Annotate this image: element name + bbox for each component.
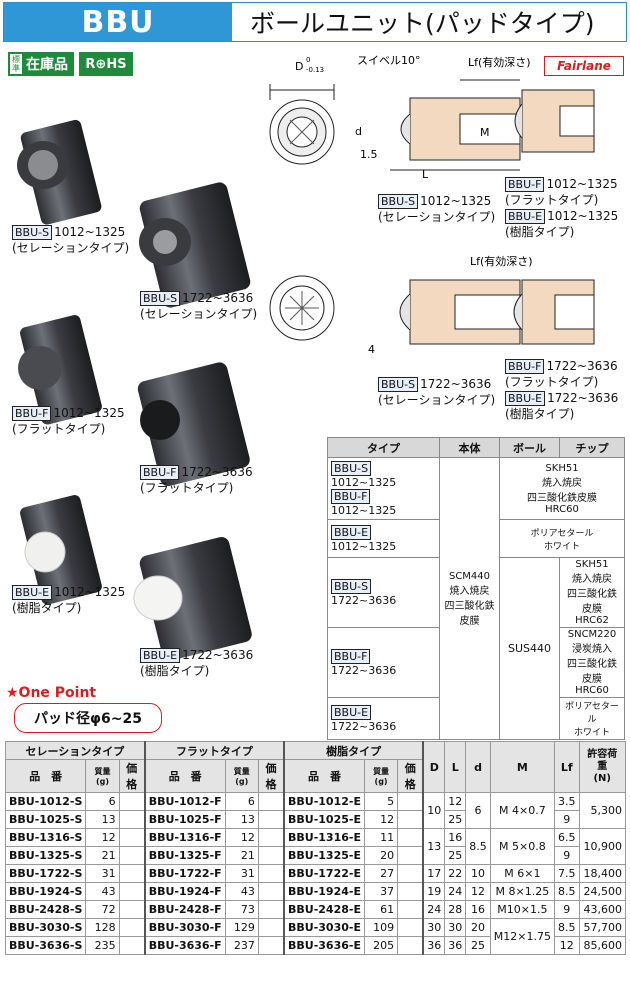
spec-sub-price: 価格	[118, 759, 146, 793]
spec-header-L: L	[444, 741, 467, 793]
dim-D-label: D	[295, 60, 303, 73]
spec-group-f: フラットタイプ	[143, 741, 285, 760]
photo-bbu-s-small	[17, 119, 102, 225]
spec-header-d: d	[465, 741, 491, 793]
spec-sub-mass: 質量(g)	[224, 759, 259, 793]
spec-header-load: 許容荷重 (N)	[578, 741, 626, 793]
dim-D-tol-bot: -0.13	[306, 66, 324, 74]
spec-header-Lf: Lf	[554, 741, 580, 793]
photo-bbu-f-large	[137, 362, 250, 487]
one-point-label: ★One Point	[6, 685, 97, 701]
spec-sub-price: 価格	[257, 759, 285, 793]
mat-chip-cell: SKH51 焼入焼戻 四三酸化鉄皮膜 HRC60	[499, 457, 625, 520]
stock-badge-label: 在庫品	[22, 54, 72, 74]
spec-sub-mass: 質量(g)	[363, 759, 399, 793]
mat-type-cell: BBU-E1722~3636	[327, 697, 440, 740]
spec-sub-code: 品 番	[143, 759, 226, 793]
dim-4-label: 4	[368, 343, 375, 356]
mat-ball-cell: SUS440	[499, 557, 560, 740]
mat-type-cell: BBU-E1012~1325	[327, 519, 440, 558]
side-view-f-large	[513, 279, 595, 345]
mat-type-cell: BBU-S1722~3636	[327, 557, 440, 628]
mat-chip-cell: ポリアセタール ホワイト	[559, 697, 625, 740]
spec-table: セレーションタイプ フラットタイプ 樹脂タイプ D L d M Lf 許容荷重 …	[4, 741, 626, 955]
front-view-small	[269, 84, 335, 165]
dim-M-label: M	[480, 126, 490, 139]
front-view-large	[269, 275, 335, 341]
mat-type-cell: BBU-F1722~3636	[327, 627, 440, 698]
spec-sub-mass: 質量(g)	[85, 759, 120, 793]
mat-chip-cell: SKH51 焼入焼戻 四三酸化鉄皮膜 HRC62	[559, 557, 625, 628]
photo-bbu-e-small	[20, 495, 102, 605]
spec-sub-price: 価格	[397, 759, 424, 793]
spec-header-M: M	[489, 741, 556, 793]
side-view-s-large	[399, 279, 521, 345]
page-header: BBU ボールユニット(パッドタイプ)	[3, 2, 627, 42]
product-code: BBU	[4, 3, 232, 41]
brand-logo: Fairlane	[544, 56, 624, 76]
stock-badge: 標準 在庫品	[8, 52, 74, 76]
mat-chip-cell: ポリアセタール ホワイト	[499, 519, 625, 558]
side-view-s-small	[390, 79, 521, 171]
page-title: ボールユニット(パッドタイプ)	[232, 3, 626, 41]
dim-L-label: L	[422, 168, 429, 181]
dim-d-label: d	[355, 125, 362, 138]
mat-header-body: 本体	[439, 437, 500, 458]
rohs-badge: R⊕HS	[79, 52, 133, 76]
mat-type-cell: BBU-S1012~1325 BBU-F1012~1325	[327, 457, 440, 520]
technical-drawings: D 0 -0.13 スイベル10° Lf(有効深さ) d M 1.5 L Lf(…	[269, 54, 595, 356]
photo-bbu-e-large	[133, 536, 252, 661]
mat-body-cell: SCM440 焼入焼戻 四三酸化鉄皮膜	[439, 457, 500, 740]
mat-header-type: タイプ	[327, 437, 440, 458]
lf-label-bottom: Lf(有効深さ)	[470, 254, 533, 268]
dim-D-tol-top: 0	[306, 56, 310, 64]
mat-chip-cell: SNCM220 浸炭焼入 四三酸化鉄皮膜 HRC60	[559, 627, 625, 698]
spec-header-D: D	[422, 741, 446, 793]
one-point-text: パッド径φ6~25	[14, 703, 162, 733]
product-photos	[17, 119, 252, 661]
photo-bbu-f-small	[18, 315, 102, 425]
material-table: タイプ 本体 ボール チップ BBU-S1012~1325 BBU-F1012~…	[327, 437, 625, 740]
swivel-label: スイベル10°	[357, 54, 421, 67]
stock-badge-small: 標準	[12, 55, 20, 73]
spec-sub-code: 品 番	[282, 759, 365, 793]
spec-group-s: セレーションタイプ	[4, 741, 146, 760]
side-view-f-small	[514, 89, 595, 153]
spec-group-e: 樹脂タイプ	[282, 741, 424, 760]
mat-header-ball: ボール	[499, 437, 560, 458]
spec-sub-code: 品 番	[4, 759, 87, 793]
lf-label-top: Lf(有効深さ)	[468, 55, 531, 69]
photo-bbu-s-large	[139, 182, 251, 308]
dim-15-label: 1.5	[360, 148, 378, 161]
mat-header-chip: チップ	[559, 437, 625, 458]
